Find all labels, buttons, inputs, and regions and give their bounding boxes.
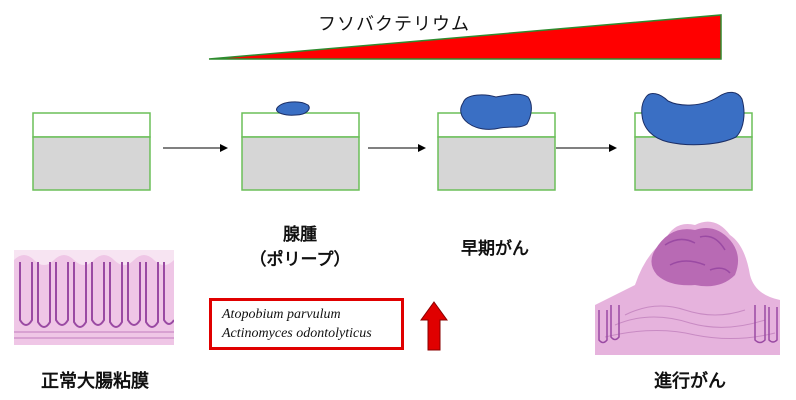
- advanced-cancer-label: 進行がん: [654, 371, 726, 392]
- fusobacterium-title: フソバクテリウム: [318, 14, 470, 35]
- early-cancer-tumor: [460, 93, 532, 130]
- early-cancer-label: 早期がん: [461, 239, 529, 259]
- increase-up-arrow: [420, 301, 448, 351]
- normal-mucosa-histology: [14, 250, 174, 345]
- polyp-label: （ポリープ）: [249, 250, 351, 270]
- adenoma-label: 腺腫: [283, 225, 317, 245]
- bacteria-box: Atopobium parvulum Actinomyces odontolyt…: [209, 298, 404, 350]
- adenoma-box: [241, 101, 360, 191]
- polyp-tumor: [276, 101, 310, 116]
- bacteria-species-2: Actinomyces odontolyticus: [222, 326, 372, 341]
- advanced-cancer-tumor: [641, 91, 745, 146]
- increasing-wedge: [208, 14, 722, 60]
- normal-mucosa-label: 正常大腸粘膜: [41, 371, 149, 392]
- normal-mucosa-box: [32, 112, 151, 191]
- stage-schematics: [32, 91, 753, 191]
- bacteria-species-1: Atopobium parvulum: [222, 307, 341, 322]
- advanced-cancer-box: [634, 91, 753, 191]
- advanced-cancer-histology: [595, 221, 780, 355]
- early-cancer-box: [437, 93, 556, 191]
